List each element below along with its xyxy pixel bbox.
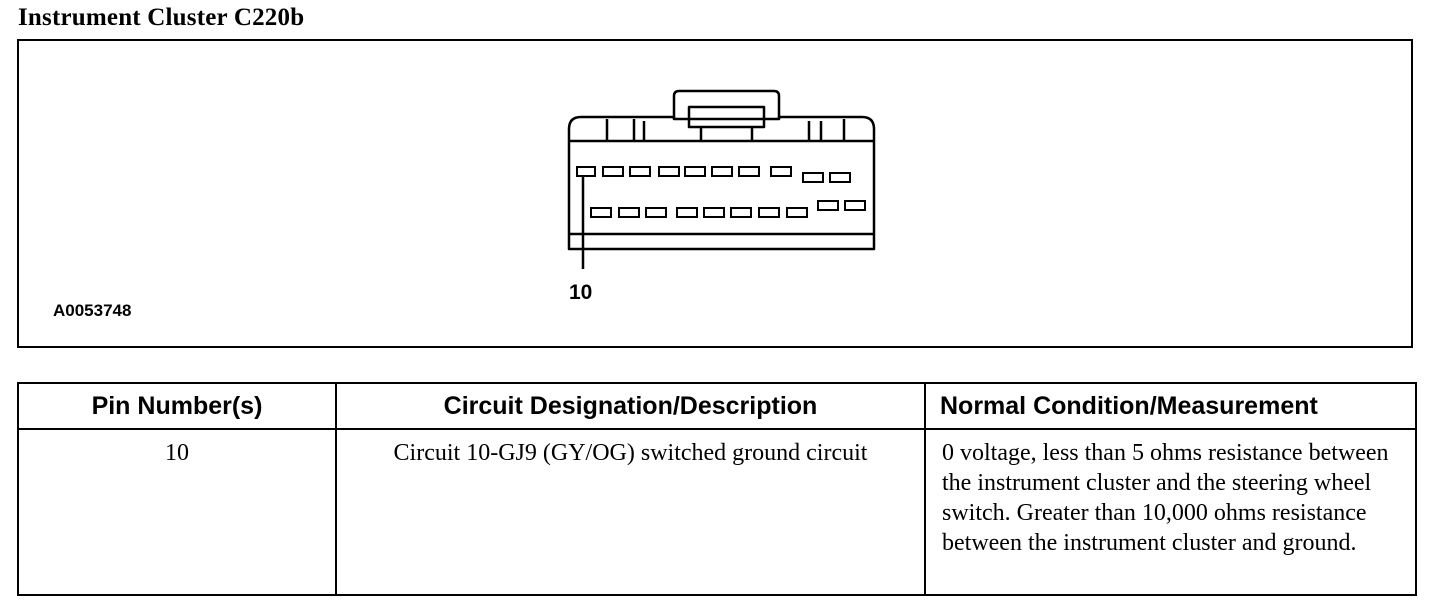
pin-cavity bbox=[618, 207, 640, 218]
pin-cavity bbox=[590, 207, 612, 218]
pin-cavity bbox=[829, 172, 851, 183]
right-keys bbox=[807, 119, 846, 141]
table-header-row: Pin Number(s) Circuit Designation/Descri… bbox=[17, 382, 1417, 430]
pin-cavity bbox=[629, 166, 651, 177]
pin-cavity bbox=[684, 166, 706, 177]
pin-table: Pin Number(s) Circuit Designation/Descri… bbox=[17, 382, 1417, 596]
cell-circuit: Circuit 10-GJ9 (GY/OG) switched ground c… bbox=[335, 428, 926, 596]
pin-cavity bbox=[786, 207, 808, 218]
connector-latch bbox=[672, 89, 781, 119]
col-header-condition: Normal Condition/Measurement bbox=[924, 382, 1417, 430]
pin-cavity bbox=[658, 166, 680, 177]
connector-body bbox=[567, 115, 876, 251]
pin-cavity bbox=[844, 200, 866, 211]
connector-figure: 10 A0053748 bbox=[17, 39, 1413, 348]
col-header-pin: Pin Number(s) bbox=[17, 382, 337, 430]
pin-cavity bbox=[676, 207, 698, 218]
pin-cavity bbox=[758, 207, 780, 218]
pin-cavity bbox=[602, 166, 624, 177]
figure-id: A0053748 bbox=[53, 301, 132, 320]
col-header-circuit: Circuit Designation/Description bbox=[335, 382, 926, 430]
connector-diagram bbox=[567, 89, 876, 269]
pin-cavity bbox=[730, 207, 752, 218]
pin-cavity bbox=[645, 207, 667, 218]
pin-cavity bbox=[576, 166, 596, 177]
latch-window bbox=[687, 105, 766, 129]
pin-cavity bbox=[703, 207, 725, 218]
pin-cavity bbox=[738, 166, 760, 177]
pin-cavity bbox=[711, 166, 733, 177]
cell-pin: 10 bbox=[17, 428, 337, 596]
pin-cavity bbox=[817, 200, 839, 211]
table-row: 10 Circuit 10-GJ9 (GY/OG) switched groun… bbox=[17, 428, 1417, 596]
pin-cavity bbox=[770, 166, 792, 177]
cell-condition: 0 voltage, less than 5 ohms resistance b… bbox=[924, 428, 1417, 596]
left-keys bbox=[605, 119, 646, 141]
pin-cavity bbox=[802, 172, 824, 183]
page-title: Instrument Cluster C220b bbox=[18, 4, 305, 31]
pin-callout-label: 10 bbox=[569, 281, 593, 304]
